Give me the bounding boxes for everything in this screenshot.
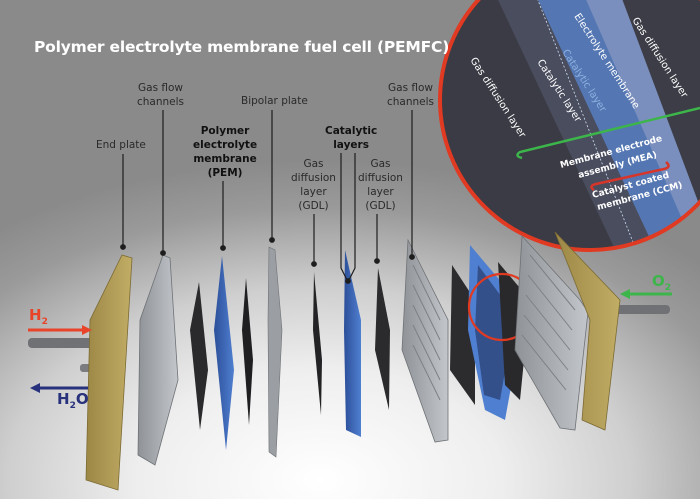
label-line: Gas flow xyxy=(138,82,184,94)
catalytic-pem-middle xyxy=(344,250,361,437)
label-line: electrolyte xyxy=(193,139,258,151)
inset-catalytic-right xyxy=(560,0,700,250)
label-line: (GDL) xyxy=(298,200,329,212)
label-line: (GDL) xyxy=(365,200,396,212)
pem-left xyxy=(214,256,234,450)
gas-flow-plate-right xyxy=(401,238,449,443)
label-line: layer xyxy=(367,186,394,198)
label-pem: Polymer electrolyte membrane (PEM) xyxy=(193,124,257,180)
label-catalytic-layers: Catalytic layers xyxy=(325,124,377,152)
label-line: Gas flow xyxy=(388,82,434,94)
o2-inlet-pipe xyxy=(615,305,670,314)
gas-flow-plate-left xyxy=(137,254,179,466)
h2o-label: H2O xyxy=(57,390,89,411)
bipolar-plate xyxy=(267,246,283,458)
label-line: diffusion xyxy=(291,172,336,184)
gdl-middle-1 xyxy=(313,272,322,415)
label-line: Polymer xyxy=(200,125,250,137)
leader-lines xyxy=(120,110,415,284)
mea-bracket xyxy=(516,106,700,160)
o2-arrow xyxy=(620,289,672,299)
label-gas-flow-channels-left: Gas flow channels xyxy=(137,81,184,109)
gdl-left-1 xyxy=(190,282,208,430)
flow-channels-right xyxy=(412,264,441,401)
gdl-middle-2 xyxy=(375,268,390,410)
h2-label: H2 xyxy=(29,306,48,327)
gas-flow-plate-far-right xyxy=(514,235,589,431)
label-end-plate: End plate xyxy=(96,139,146,151)
label-line: layer xyxy=(300,186,327,198)
label-line: channels xyxy=(387,96,435,108)
label-line: Gas xyxy=(303,158,324,170)
inset-membrane xyxy=(510,0,700,250)
inset-magnifier: Gas diffusion layer Catalytic layer Cata… xyxy=(438,0,700,252)
label-gdl-right: Gas diffusion layer (GDL) xyxy=(358,157,403,213)
gdl-left-2 xyxy=(242,278,253,425)
h2o-arrow xyxy=(30,383,88,393)
label-gdl-left: Gas diffusion layer (GDL) xyxy=(291,157,336,213)
label-line: diffusion xyxy=(358,172,403,184)
label-line: membrane xyxy=(193,153,257,165)
label-bipolar-plate: Bipolar plate xyxy=(241,95,308,107)
o2-label: O2 xyxy=(652,272,672,293)
h2-inlet-pipe xyxy=(28,338,98,348)
label-gas-flow-channels-right: Gas flow channels xyxy=(387,81,434,109)
end-plate-right xyxy=(554,231,621,431)
ccm-bracket xyxy=(590,161,670,192)
end-plate-left xyxy=(85,254,133,491)
label-line: channels xyxy=(137,96,185,108)
label-line: layers xyxy=(333,139,369,151)
diagram-title: Polymer electrolyte membrane fuel cell (… xyxy=(34,38,450,56)
h2-arrow xyxy=(28,325,92,335)
label-line: Catalytic xyxy=(325,125,378,137)
inset-gdl-right xyxy=(600,0,700,250)
label-line: Gas xyxy=(370,158,391,170)
inset-ring xyxy=(438,0,700,252)
label-line: (PEM) xyxy=(207,167,243,179)
flow-channels-far-right xyxy=(521,254,576,391)
